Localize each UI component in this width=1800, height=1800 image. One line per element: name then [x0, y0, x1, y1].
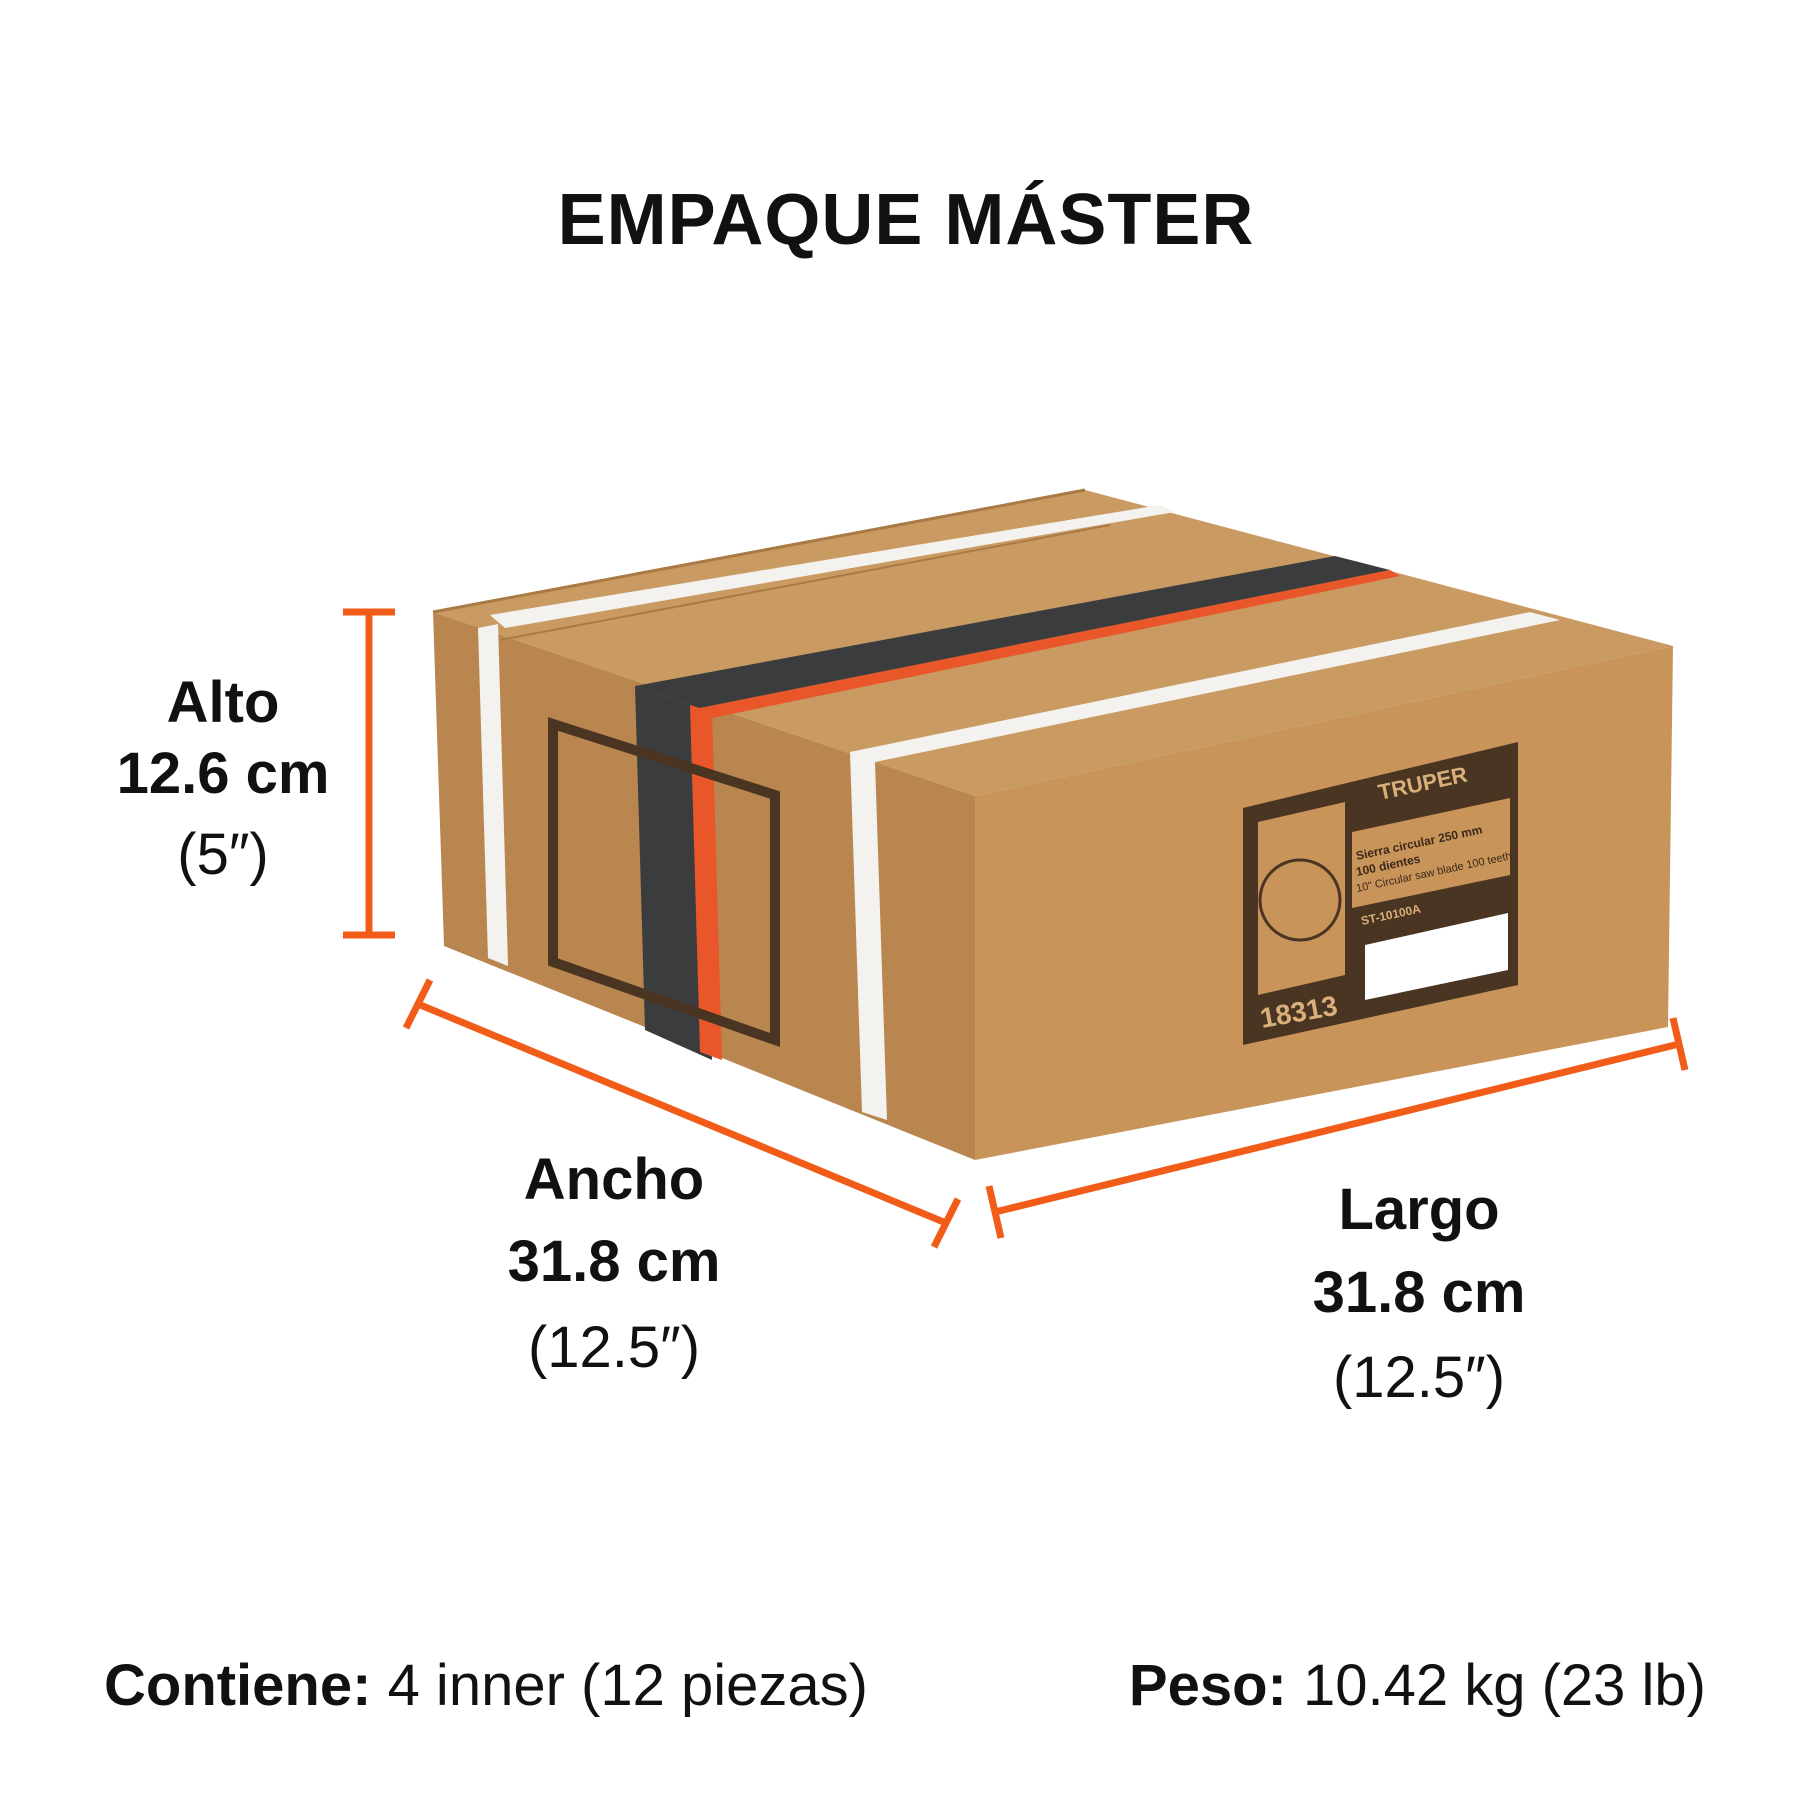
largo-metric: 31.8 cm [1313, 1260, 1526, 1325]
strap [478, 624, 508, 966]
weight-value: 10.42 kg (23 lb) [1303, 1653, 1706, 1718]
alto-dimension: Alto 12.6 cm (5″) [117, 670, 330, 887]
dimension-lines [343, 608, 1689, 1249]
largo-label: Largo [1338, 1177, 1499, 1242]
tape [635, 556, 1390, 708]
ancho-dimension: Ancho 31.8 cm (12.5″) [508, 1147, 721, 1380]
weight-label: Peso: [1129, 1653, 1287, 1718]
contents-label: Contiene: [104, 1653, 371, 1718]
ancho-label: Ancho [524, 1147, 704, 1212]
contents-value: 4 inner (12 piezas) [388, 1653, 868, 1718]
alto-metric: 12.6 cm [117, 741, 330, 806]
right-face-label: TRUPER Sierra circular 250 mm 100 diente… [1243, 742, 1518, 1045]
contents-info: Contiene: 4 inner (12 piezas) [104, 1653, 868, 1718]
strap [490, 505, 1175, 628]
ancho-metric: 31.8 cm [508, 1229, 721, 1294]
page-title: EMPAQUE MÁSTER [558, 180, 1255, 260]
barcode-sticker [1365, 913, 1508, 1000]
largo-imperial: (12.5″) [1333, 1345, 1505, 1410]
ancho-imperial: (12.5″) [528, 1315, 700, 1380]
weight-info: Peso: 10.42 kg (23 lb) [1129, 1653, 1706, 1718]
alto-label: Alto [167, 670, 280, 735]
ancho-line [416, 1000, 948, 1227]
largo-dimension: Largo 31.8 cm (12.5″) [1313, 1177, 1526, 1410]
left-face-label [548, 717, 780, 1048]
largo-line [994, 1040, 1680, 1216]
cardboard-box-image: TRUPER Sierra circular 250 mm 100 diente… [432, 488, 1673, 1160]
alto-imperial: (5″) [177, 822, 268, 887]
